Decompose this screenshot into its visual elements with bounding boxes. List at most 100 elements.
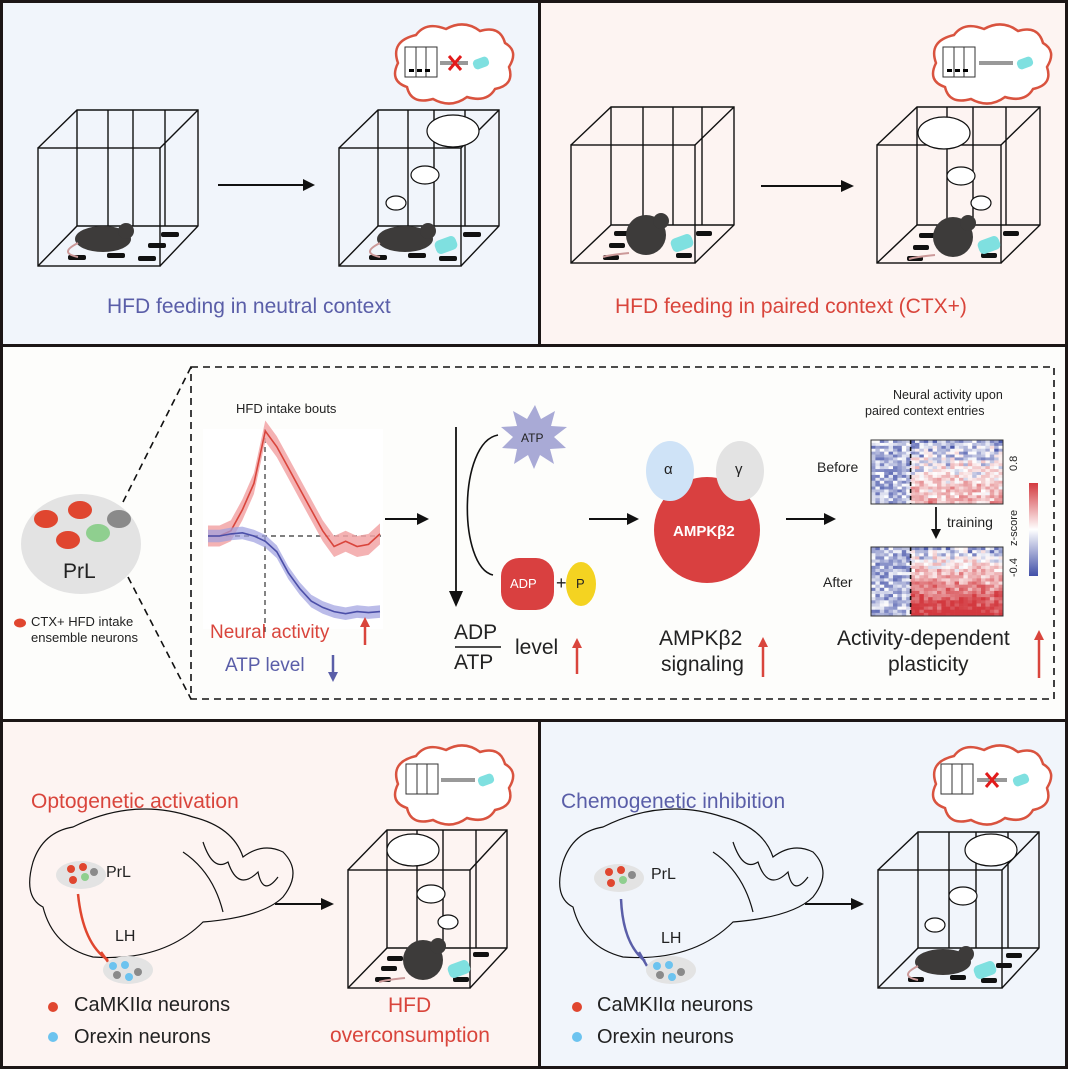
heatmap-cell	[967, 572, 973, 576]
heatmap-cell	[954, 562, 960, 567]
heatmap-cell	[884, 492, 889, 496]
heatmap-cell	[879, 466, 885, 470]
heatmap-cell	[945, 584, 951, 589]
heatmap-cell	[910, 480, 916, 484]
heatmap-cell	[928, 483, 933, 487]
heatmap-cell	[932, 454, 938, 458]
heatmap-cell	[888, 466, 894, 470]
arrow-right-icon	[275, 898, 334, 910]
neuron-red	[56, 531, 80, 549]
heatmap-cell	[875, 501, 881, 505]
heatmap-cell	[989, 466, 995, 470]
heatmap-cell	[972, 440, 977, 444]
heatmap-cell	[884, 572, 889, 576]
heatmap-cell	[923, 606, 929, 611]
heatmap-cell	[985, 590, 991, 595]
heatmap-cell	[976, 565, 982, 570]
heatmap-cell	[994, 495, 999, 499]
heatmap-cell	[871, 445, 876, 450]
heatmap-cell	[906, 477, 911, 482]
heatmap-cell	[950, 590, 955, 595]
heatmap-cell	[950, 442, 955, 447]
heatmap-cell	[954, 594, 960, 598]
heatmap-cell	[923, 451, 929, 455]
heatmap-cell	[884, 600, 889, 604]
heatmap-cell	[950, 466, 955, 470]
heatmap-cell	[879, 575, 885, 579]
heatmap-cell	[945, 486, 951, 490]
mouse-icon	[908, 215, 976, 260]
heatmap-cell	[945, 547, 951, 551]
heatmap-cell	[981, 609, 986, 614]
heatmap-cell	[998, 489, 1004, 493]
heatmap-cell	[937, 547, 942, 551]
heatmap-cell	[972, 457, 977, 461]
heatmap-cell	[871, 600, 876, 604]
heatmap-cell	[945, 457, 951, 461]
heatmap-cell	[994, 584, 999, 589]
heatmap-cell	[897, 486, 903, 490]
heatmap-cell	[989, 440, 995, 444]
heatmap-cell	[884, 457, 889, 461]
chemogenetic-title: Chemogenetic inhibition	[561, 790, 786, 813]
heatmap-cell	[884, 550, 889, 554]
heatmap-cell	[915, 553, 920, 557]
heatmap-cell	[967, 472, 973, 476]
heatmap-cell	[959, 460, 964, 464]
heatmap-cell	[901, 477, 907, 482]
heatmap-cell	[875, 472, 881, 476]
heatmap-cell	[967, 600, 973, 604]
heatmap-cell	[901, 489, 907, 493]
heatmap-cell	[906, 474, 911, 479]
heatmap-cell	[919, 559, 925, 563]
heatmap-cell	[998, 584, 1004, 589]
heatmap-cell	[884, 489, 889, 493]
heatmap-cell	[985, 495, 991, 499]
after-label: After	[823, 574, 853, 590]
heatmap-cell	[893, 442, 898, 447]
heatmap-cell	[910, 501, 916, 505]
heatmap-cell	[910, 451, 916, 455]
heatmap-cell	[945, 495, 951, 499]
heatmap-cell	[919, 568, 925, 573]
heatmap-cell	[994, 587, 999, 592]
heatmap-cell	[932, 489, 938, 493]
heatmap-cell	[928, 575, 933, 579]
heatmap-cell	[906, 448, 911, 452]
heatmap-cell	[963, 606, 969, 611]
heatmap-cell	[906, 495, 911, 499]
heatmap-cell	[884, 562, 889, 567]
heatmap-cell	[932, 556, 938, 560]
heatmap-cell	[875, 460, 881, 464]
heatmap-cell	[976, 568, 982, 573]
heatmap-cell	[897, 474, 903, 479]
heatmap-cell	[871, 597, 876, 601]
heatmap-cell	[967, 501, 973, 505]
heatmap-cell	[937, 606, 942, 611]
heatmap-cell	[998, 498, 1004, 502]
heatmap-cell	[950, 575, 955, 579]
heatmap-cell	[919, 469, 925, 473]
heatmap-cell	[941, 440, 947, 444]
heatmap-cell	[884, 486, 889, 490]
heatmap-cell	[888, 568, 894, 573]
heatmap-cell	[871, 612, 876, 617]
heatmap-cell	[954, 445, 960, 450]
heatmap-cell	[879, 469, 885, 473]
heatmap-cell	[963, 486, 969, 490]
heatmap-cell	[910, 578, 916, 582]
heatmap-cell	[875, 498, 881, 502]
heatmap-before	[870, 439, 1004, 505]
heatmap-cell	[985, 581, 991, 585]
heatmap-cell	[954, 498, 960, 502]
heatmap-cell	[893, 492, 898, 496]
heatmap-cell	[998, 547, 1004, 551]
heatmap-cell	[967, 562, 973, 567]
thought-cloud	[393, 23, 515, 105]
heatmap-cell	[919, 594, 925, 598]
heatmap-cell	[928, 584, 933, 589]
heatmap-cell	[901, 565, 907, 570]
heatmap-cell	[972, 603, 977, 607]
heatmap-cell	[972, 578, 977, 582]
heatmap-cell	[959, 448, 964, 452]
